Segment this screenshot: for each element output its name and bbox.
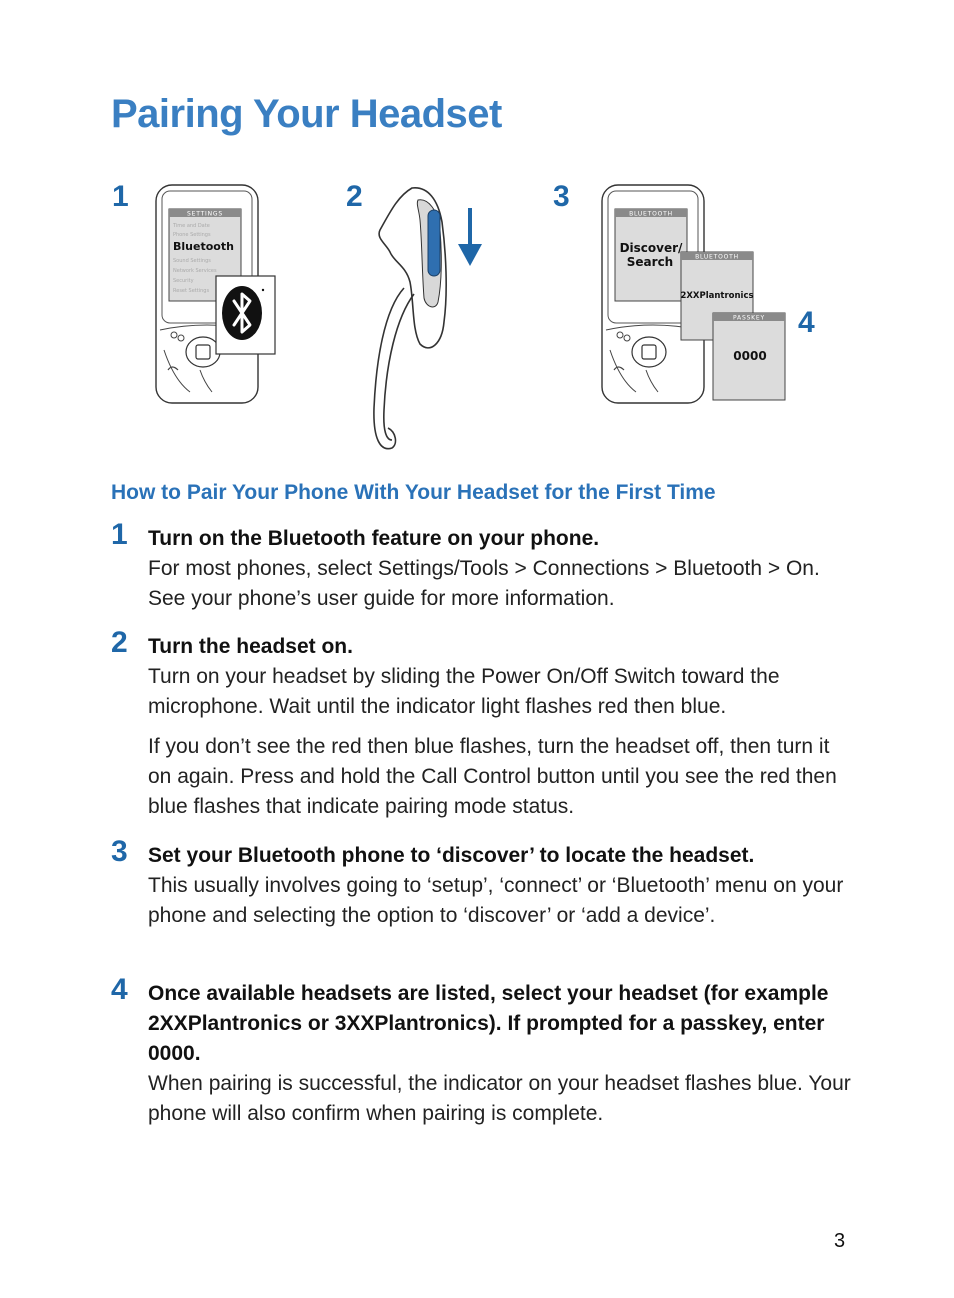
step-heading: Turn the headset on. [148,635,353,658]
settings-screen-header: SETTINGS [187,211,223,218]
step-4: 4 Once available headsets are listed, se… [111,973,851,1129]
page-number: 3 [834,1230,846,1252]
menu-item-sound-settings: Sound Settings [173,258,211,264]
step-number: 1 [111,518,128,551]
passkey-value: 0000 [733,349,766,363]
step-1: 1 Turn on the Bluetooth feature on your … [111,518,851,614]
step-text: When pairing is successful, the indicato… [148,1072,851,1125]
device-list-item: 2XXPlantronics [680,291,753,301]
menu-item-bluetooth: Bluetooth [173,240,234,253]
menu-item-reset-settings: Reset Settings [173,288,209,294]
phone-discover-illustration: BLUETOOTH Discover/ Search BLUETOOTH 2XX… [601,184,786,404]
figure-number-3: 3 [553,180,570,213]
discover-screen-line1: Discover/ [620,241,683,255]
step-number: 2 [111,626,128,659]
step-heading: Set your Bluetooth phone to ‘discover’ t… [148,844,755,867]
step-2: 2 Turn the headset on. Turn on your head… [111,626,851,822]
figure-number-4: 4 [798,306,815,339]
step-extra-text: If you don’t see the red then blue flash… [148,735,837,818]
discover-screen-line2: Search [627,255,673,269]
step-heading: Once available headsets are listed, sele… [148,982,829,1065]
headset-illustration [373,187,482,450]
instructions-subtitle: How to Pair Your Phone With Your Headset… [111,481,716,504]
bluetooth-icon [215,275,276,355]
figure-number-2: 2 [346,180,363,213]
step-number: 3 [111,835,128,868]
step-heading: Turn on the Bluetooth feature on your ph… [148,527,600,550]
figure-number-1: 1 [112,180,129,213]
passkey-header: PASSKEY [733,315,765,322]
step-number: 4 [111,973,128,1006]
device-list-header: BLUETOOTH [695,254,739,261]
slide-down-arrow-icon [458,244,482,266]
page-title: Pairing Your Headset [111,92,502,136]
phone-settings-illustration: SETTINGS Time and Date Phone Settings Bl… [155,184,276,404]
step-text: Turn on your headset by sliding the Powe… [148,665,780,718]
menu-item-network-services: Network Services [173,268,217,274]
step-text: This usually involves going to ‘setup’, … [148,874,844,927]
menu-item-phone-settings: Phone Settings [173,232,211,238]
menu-item-security: Security [173,278,194,284]
menu-item-time-date: Time and Date [172,223,210,229]
step-text: For most phones, select Settings/Tools >… [148,557,820,610]
headset-icon [373,187,447,450]
discover-screen-header: BLUETOOTH [629,211,673,218]
step-3: 3 Set your Bluetooth phone to ‘discover’… [111,835,851,931]
